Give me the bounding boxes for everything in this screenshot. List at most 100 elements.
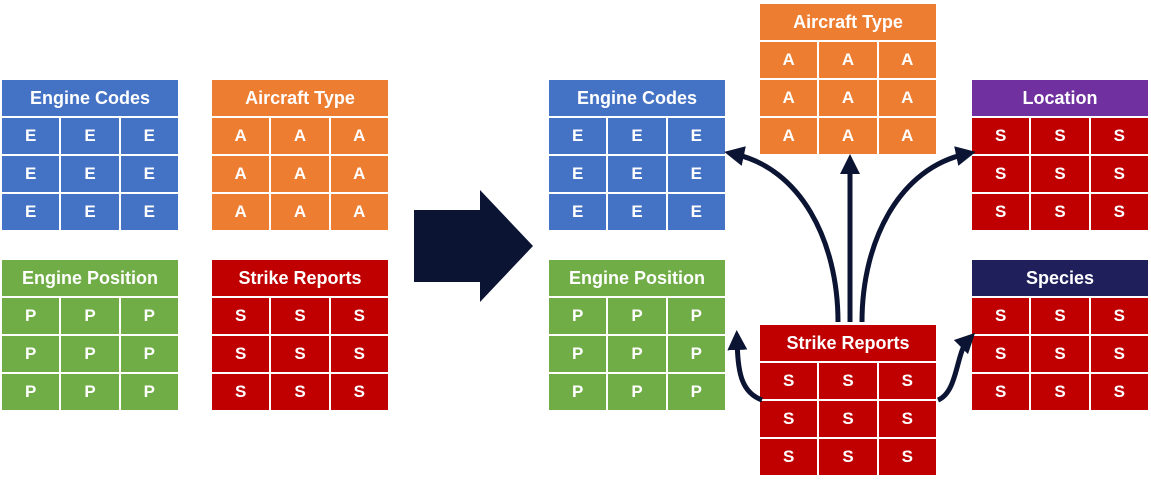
table-cell: S [1031, 336, 1089, 372]
table-cell: S [1031, 374, 1089, 410]
table-cell: S [1031, 156, 1089, 192]
table-cell: E [120, 118, 178, 154]
table-header: Aircraft Type [760, 4, 936, 40]
table-cell: S [1031, 298, 1089, 334]
table-cell: S [1090, 336, 1148, 372]
table-cell: E [608, 194, 666, 230]
table-cell: S [972, 374, 1030, 410]
table-cell: A [819, 80, 877, 116]
table-header: Engine Position [549, 260, 725, 296]
table-cell: A [878, 80, 936, 116]
table-cell: P [608, 298, 666, 334]
table-cell: E [549, 194, 607, 230]
table-cell: S [819, 401, 877, 437]
table-cell: A [878, 118, 936, 154]
table-cell: S [1031, 194, 1089, 230]
table-cell: S [972, 336, 1030, 372]
table-cell: P [667, 298, 725, 334]
table-cell: S [760, 363, 818, 399]
table-cell: E [2, 156, 60, 192]
table-cell: S [330, 374, 388, 410]
table-cell: S [212, 374, 270, 410]
table-cell: S [330, 298, 388, 334]
table-cell: S [1090, 118, 1148, 154]
table-cell: A [760, 42, 818, 78]
table-cell: P [667, 336, 725, 372]
table-cell: E [61, 156, 119, 192]
table-cell: S [878, 439, 936, 475]
table-cell: S [878, 363, 936, 399]
table-cell: S [330, 336, 388, 372]
table-cell: P [2, 336, 60, 372]
table-cell: S [972, 156, 1030, 192]
table-cell: A [212, 156, 270, 192]
table-cell: A [878, 42, 936, 78]
table-cell: P [549, 336, 607, 372]
table-cell: A [271, 156, 329, 192]
table-header: Engine Codes [2, 80, 178, 116]
table-cell: A [212, 194, 270, 230]
table-cell: A [330, 118, 388, 154]
table-cell: S [271, 374, 329, 410]
table-cell: E [549, 118, 607, 154]
table-header: Engine Position [2, 260, 178, 296]
table-cell: P [549, 298, 607, 334]
table-cell: A [330, 156, 388, 192]
arrow-to-engine-codes-icon [724, 146, 841, 323]
table-cell: P [608, 374, 666, 410]
table-cell: P [120, 374, 178, 410]
transform-arrow-icon [414, 190, 533, 302]
table-cell: P [120, 298, 178, 334]
arrow-to-species-icon [936, 332, 976, 403]
table-header: Engine Codes [549, 80, 725, 116]
table-cell: P [2, 298, 60, 334]
table-cell: S [972, 194, 1030, 230]
table-header: Location [972, 80, 1148, 116]
table-cell: E [120, 156, 178, 192]
table-cell: S [1031, 118, 1089, 154]
table-cell: S [212, 336, 270, 372]
table-cell: A [271, 194, 329, 230]
table-cell: S [1090, 298, 1148, 334]
table-header: Species [972, 260, 1148, 296]
table-cell: S [819, 363, 877, 399]
table-cell: S [1090, 194, 1148, 230]
table-cell: S [819, 439, 877, 475]
table-cell: S [212, 298, 270, 334]
table-cell: A [760, 80, 818, 116]
table-cell: S [972, 118, 1030, 154]
table-cell: S [1090, 156, 1148, 192]
table-cell: P [608, 336, 666, 372]
table-header: Strike Reports [760, 325, 936, 361]
table-cell: E [608, 118, 666, 154]
